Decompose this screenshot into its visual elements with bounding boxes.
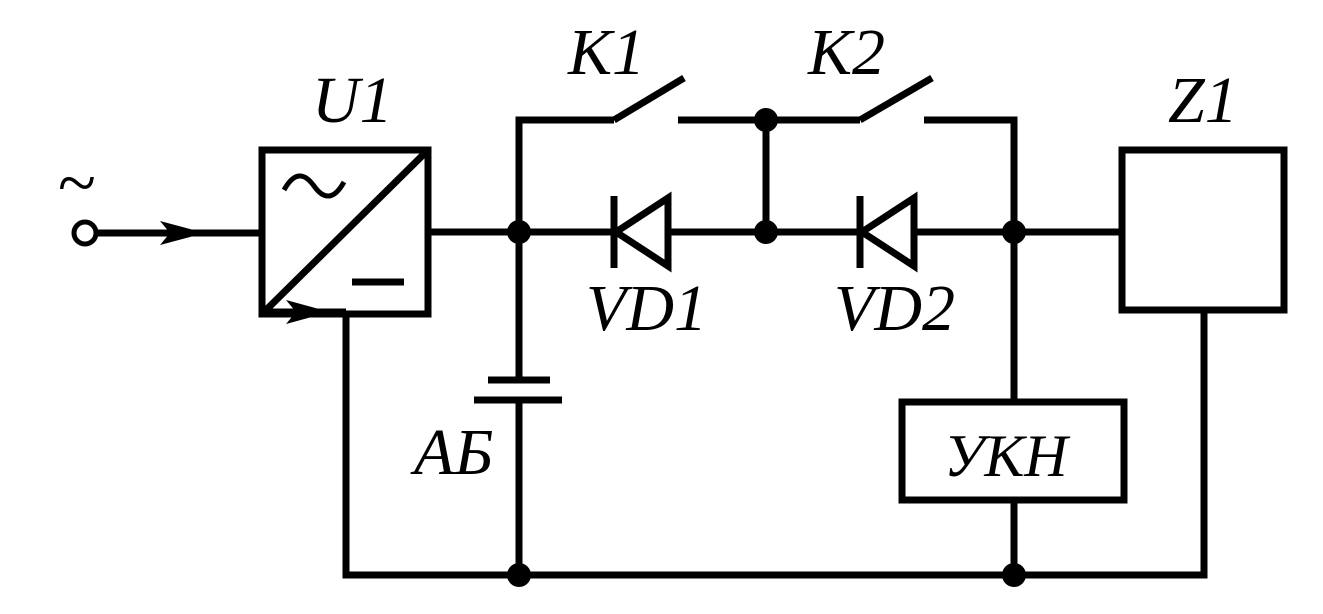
switch-k1-label: K1 bbox=[567, 16, 645, 89]
converter-u1-label: U1 bbox=[312, 64, 393, 137]
load-z1-label: Z1 bbox=[1168, 64, 1238, 137]
load-z1-block bbox=[1118, 146, 1288, 314]
converter-ac-icon bbox=[281, 173, 347, 199]
switch-k2-blade bbox=[858, 74, 934, 124]
return-bus-wire bbox=[342, 310, 1208, 579]
switch-k2-label: K2 bbox=[807, 16, 885, 89]
converter-diagonal bbox=[259, 147, 431, 317]
feedback-arrow-icon bbox=[286, 300, 330, 324]
switch-branch-right-wire bbox=[924, 116, 1018, 232]
switch-branch-left-wire bbox=[515, 116, 614, 232]
diode-vd1-triangle bbox=[609, 191, 672, 273]
battery-label: АБ bbox=[410, 416, 493, 489]
ac-input-terminal bbox=[71, 219, 99, 247]
junction-dot bbox=[1002, 563, 1026, 587]
input-arrow-icon bbox=[160, 221, 205, 245]
junction-dot bbox=[754, 220, 778, 244]
junction-dot bbox=[507, 220, 531, 244]
junction-dot bbox=[507, 563, 531, 587]
junction-dot bbox=[754, 108, 778, 132]
control-unit-label: УКН bbox=[944, 423, 1071, 489]
junction-dot bbox=[1002, 220, 1026, 244]
ac-source-symbol: ~ bbox=[58, 145, 96, 222]
control-unit-block bbox=[898, 398, 1128, 504]
diode-vd2-triangle bbox=[855, 191, 918, 273]
diode-vd2-label: VD2 bbox=[834, 272, 955, 345]
switch-k1-blade bbox=[612, 74, 686, 124]
diode-vd1-label: VD1 bbox=[586, 272, 707, 345]
